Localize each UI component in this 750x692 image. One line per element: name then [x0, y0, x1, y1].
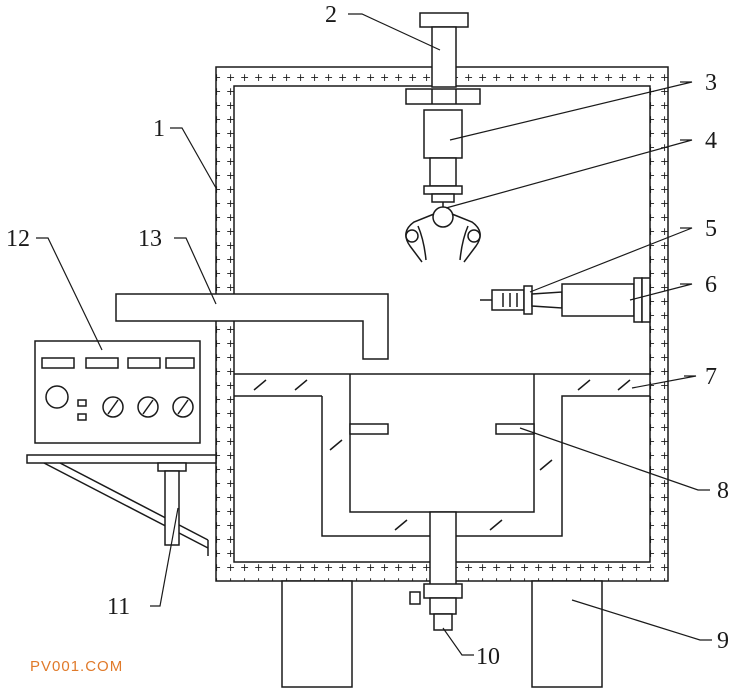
label-1: 1: [153, 116, 165, 142]
control-box: [34, 340, 201, 444]
cylinder: [423, 109, 463, 203]
label-5: 5: [705, 216, 717, 242]
gripper: [405, 202, 481, 263]
mounting-bracket: [26, 454, 217, 556]
label-4: 4: [705, 128, 717, 154]
label-8: 8: [717, 478, 729, 504]
label-9: 9: [717, 628, 729, 654]
label-3: 3: [705, 70, 717, 96]
label-12: 12: [6, 226, 30, 252]
drain-valve: [409, 511, 463, 631]
feed-chute: [115, 293, 389, 360]
label-2: 2: [325, 2, 337, 28]
lifting-rod: [405, 12, 481, 105]
baffle-left: [349, 423, 389, 435]
label-11: 11: [107, 594, 130, 620]
support-leg-right: [531, 580, 603, 688]
label-13: 13: [138, 226, 162, 252]
leader-lines: [36, 13, 712, 656]
label-7: 7: [705, 364, 717, 390]
label-6: 6: [705, 272, 717, 298]
baffle-right: [495, 423, 535, 435]
support-leg-left: [281, 580, 353, 688]
heater-body: [561, 277, 651, 323]
label-10: 10: [476, 644, 500, 670]
watermark: PV001.COM: [30, 658, 123, 675]
part-labels: 1 2 3 4 5 6 7 8 9 10 11 12 13: [6, 2, 729, 670]
spray-nozzle: [480, 285, 563, 315]
